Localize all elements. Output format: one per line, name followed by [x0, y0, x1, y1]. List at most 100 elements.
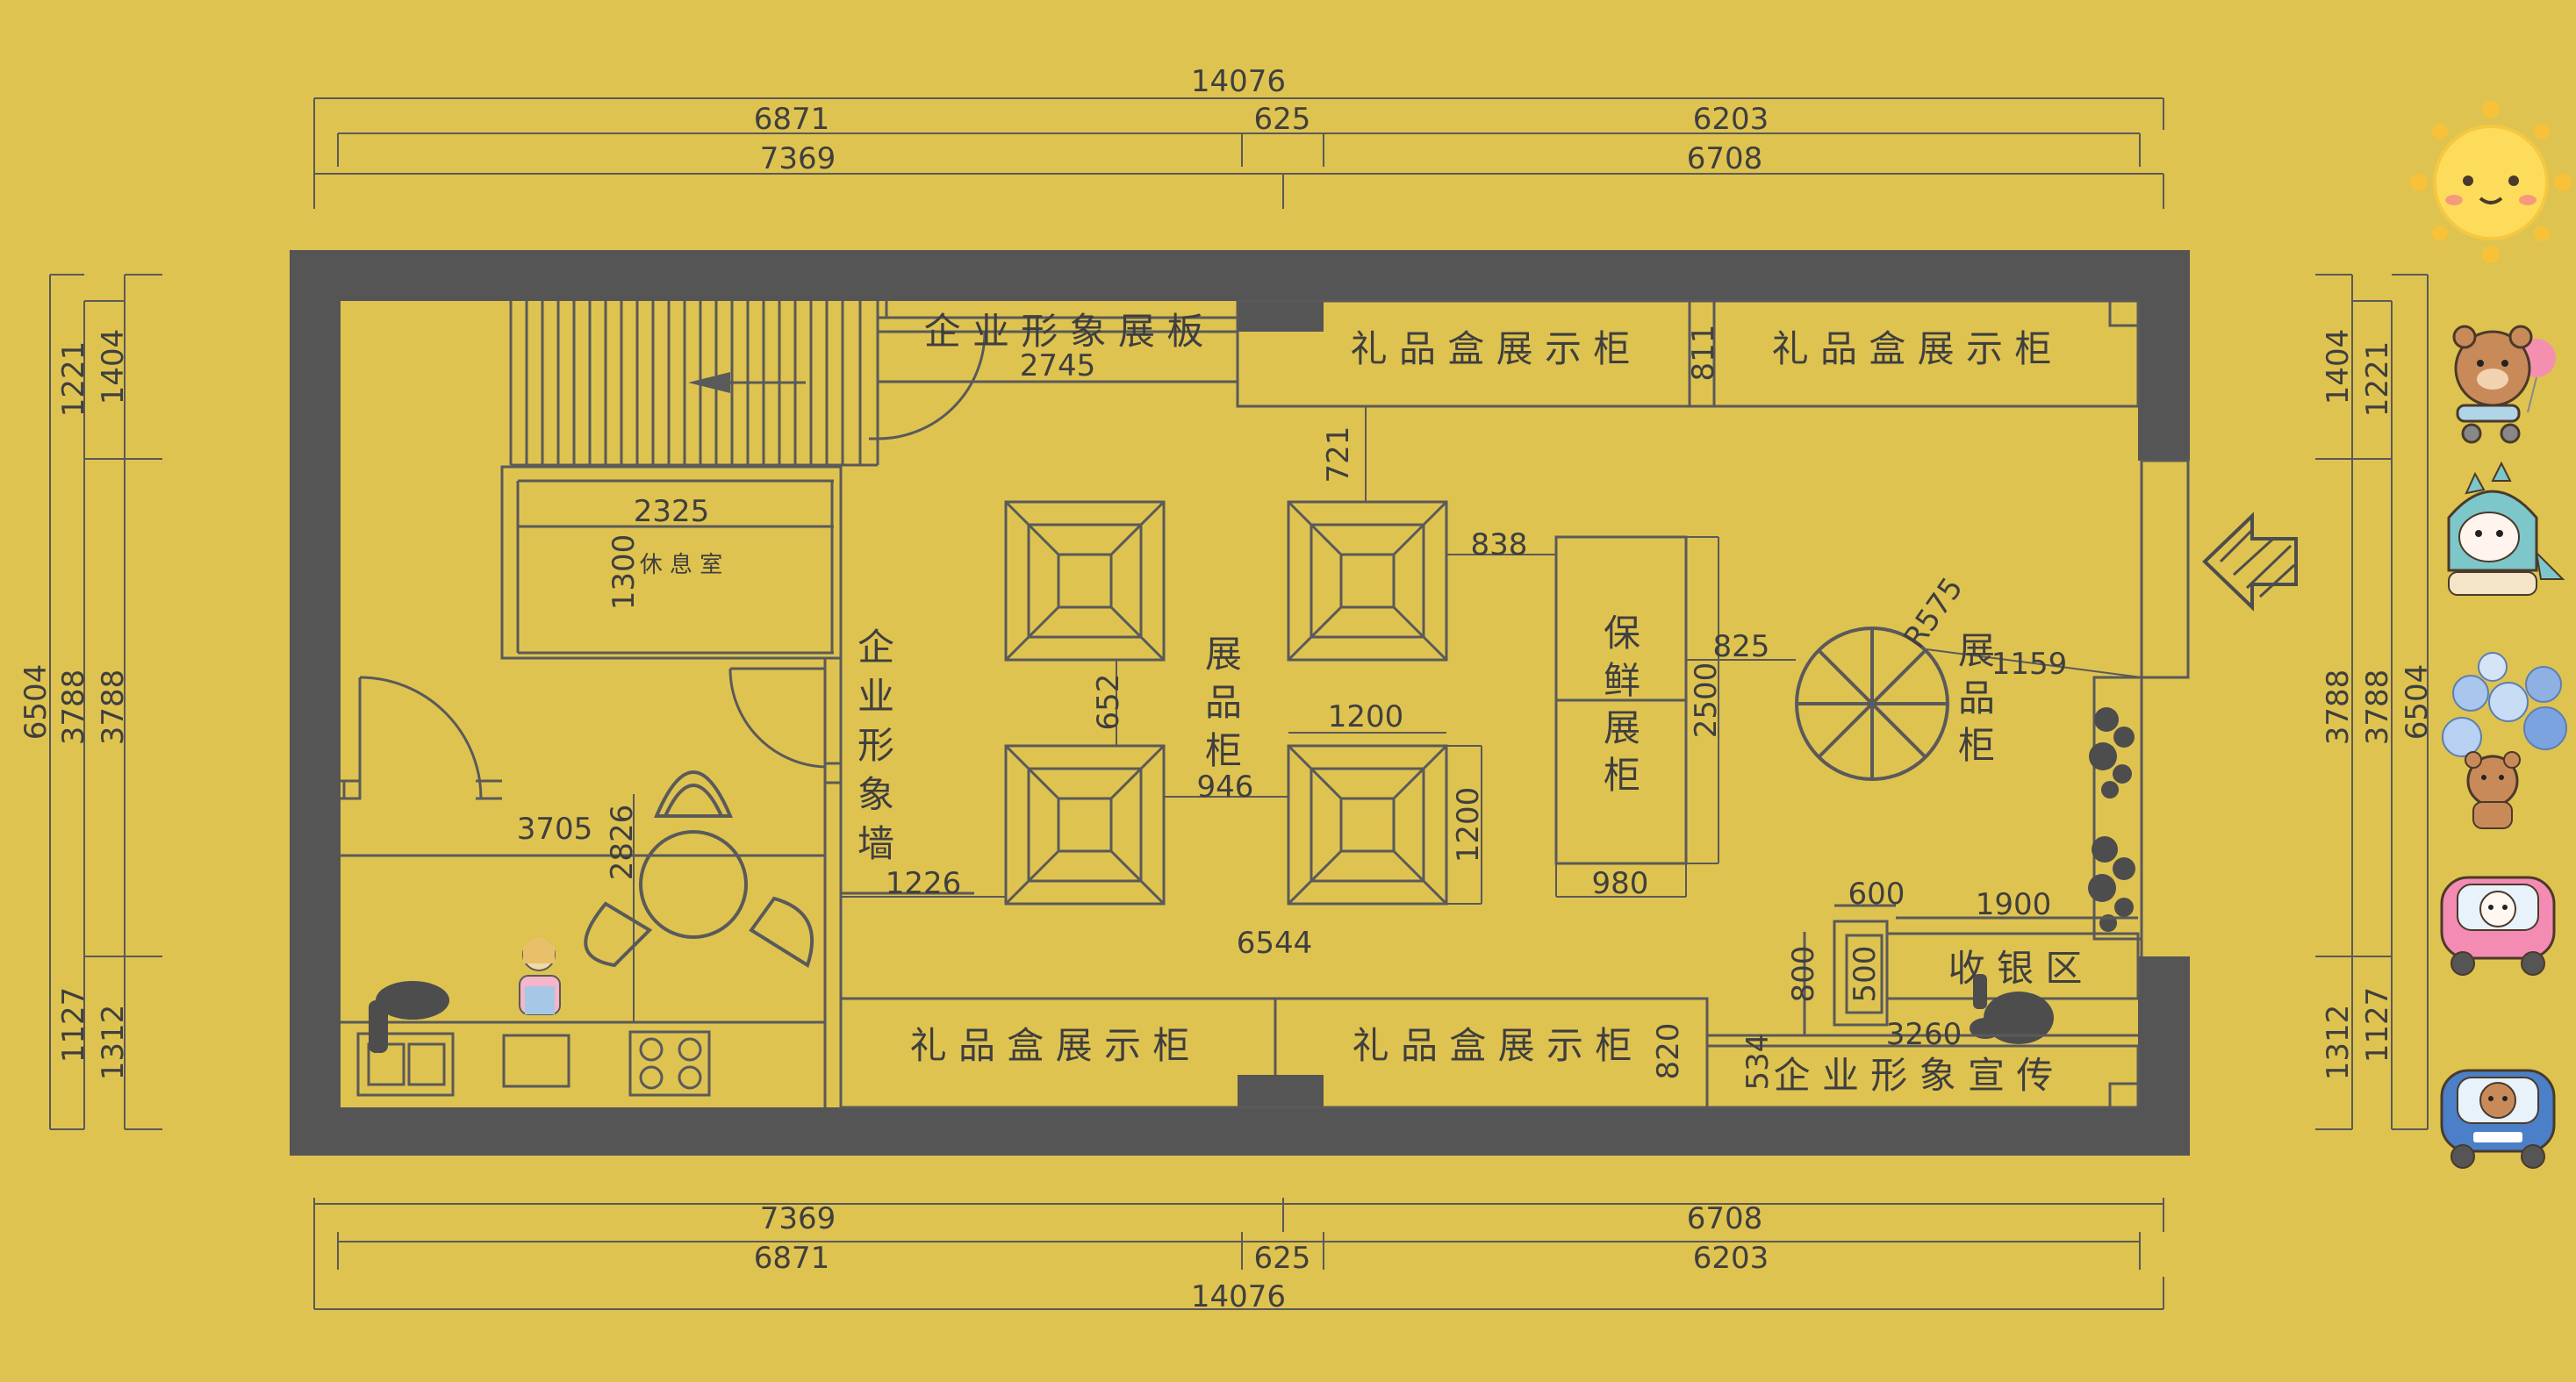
corp-board — [876, 301, 1238, 383]
gift-cabinets-bottom — [839, 997, 2140, 1109]
dim-2500: 2500 — [1689, 662, 1724, 739]
right-dimension-lines — [2315, 274, 2429, 1130]
display-table-1 — [1004, 500, 1166, 662]
dim-right-3788b: 3788 — [2360, 670, 2395, 746]
stairs-arrow-icon — [688, 372, 806, 393]
display-tables — [1004, 500, 1448, 906]
dim-3705: 3705 — [517, 812, 593, 847]
label-corp-wall-5: 墙 — [857, 822, 894, 865]
dim-right-3788a: 3788 — [2321, 670, 2356, 746]
label-gift-bottom-2: 礼 品 盒 展 示 柜 — [1353, 1024, 1632, 1067]
label-display-center-2: 品 — [1205, 681, 1242, 724]
dim-1300: 1300 — [606, 534, 642, 611]
dim-820: 820 — [1651, 1023, 1686, 1080]
dim-2325: 2325 — [634, 494, 710, 529]
dim-534: 534 — [1740, 1034, 1776, 1091]
label-gift-top-1: 礼 品 盒 展 示 柜 — [1351, 327, 1631, 370]
label-display-center-3: 柜 — [1205, 729, 1242, 772]
display-table-2 — [1287, 500, 1448, 662]
dim-bottom-total: 14076 — [1191, 1279, 1286, 1314]
dim-600: 600 — [1848, 877, 1905, 912]
label-fresh-3: 展 — [1604, 706, 1640, 749]
barista-person-icon — [519, 937, 561, 1015]
dim-left-1221: 1221 — [56, 341, 91, 418]
dim-top-a: 6871 — [754, 102, 830, 137]
cashier-counter — [1803, 904, 2140, 1035]
dim-1900: 1900 — [1976, 887, 2052, 922]
label-corp-wall-4: 象 — [857, 773, 894, 816]
bear-scooter-sticker-icon — [2452, 325, 2556, 444]
label-corp-board: 企 业 形 象 展 板 — [924, 310, 1204, 353]
dim-top-total: 14076 — [1191, 64, 1286, 99]
plant-strip — [2088, 676, 2143, 941]
dim-left-1404: 1404 — [96, 329, 131, 405]
table-dimension-lines — [841, 554, 1555, 905]
label-cashier: 收 银 区 — [1948, 947, 2083, 990]
dim-right-1127: 1127 — [2360, 987, 2395, 1063]
dim-top-d: 6708 — [1687, 141, 1763, 176]
label-lounge: 休 息 室 — [640, 552, 723, 578]
dim-bottom-a: 6871 — [754, 1241, 830, 1276]
outer-walls — [290, 250, 2190, 1156]
plant-icon — [2088, 707, 2135, 932]
entrance-arrow-icon — [2202, 512, 2298, 612]
label-gift-top-2: 礼 品 盒 展 示 柜 — [1772, 327, 2052, 370]
label-fresh-2: 鲜 — [1604, 659, 1640, 702]
gift-cabinets-top — [1236, 299, 2140, 408]
dim-right-1221: 1221 — [2360, 341, 2395, 418]
label-fresh-4: 柜 — [1604, 754, 1640, 797]
label-corp-promo: 企 业 形 象 宣 传 — [1774, 1054, 2054, 1097]
bottom-dimension-lines — [313, 1198, 2164, 1310]
dim-3260: 3260 — [1886, 1017, 1962, 1052]
dim-left-3788a: 3788 — [56, 670, 91, 746]
pink-car-sticker-icon — [2440, 876, 2556, 976]
dim-right-1312: 1312 — [2321, 1005, 2356, 1081]
label-fresh-1: 保 — [1604, 612, 1640, 655]
dim-top-c: 7369 — [760, 141, 836, 176]
blue-car-sticker-icon — [2440, 1069, 2556, 1169]
dim-bottom-d: 6708 — [1687, 1201, 1763, 1236]
dim-500: 500 — [1848, 946, 1883, 1003]
label-display-right-3: 柜 — [1958, 724, 1995, 767]
dino-bear-sticker-icon — [2447, 461, 2565, 596]
dim-left-1127: 1127 — [56, 987, 91, 1063]
lounge-room — [500, 465, 843, 660]
dim-1226: 1226 — [886, 866, 962, 901]
label-display-right-1: 展 — [1958, 629, 1995, 672]
dim-2826: 2826 — [605, 805, 640, 881]
label-corp-wall-3: 形 — [857, 724, 894, 767]
display-table-4 — [1287, 744, 1448, 906]
dim-top-gap: 625 — [1254, 102, 1311, 137]
dim-left-3788b: 3788 — [96, 670, 131, 746]
dim-1200b: 1200 — [1451, 787, 1486, 863]
dim-6544: 6544 — [1237, 926, 1313, 961]
chef-person-icon — [369, 981, 449, 1053]
dim-838: 838 — [1471, 527, 1528, 562]
kitchen-counter — [356, 1030, 711, 1097]
dim-left-1312: 1312 — [96, 1005, 131, 1081]
dim-800: 800 — [1786, 946, 1821, 1003]
balloons-bear-sticker-icon — [2442, 652, 2567, 829]
dim-right-6504: 6504 — [2400, 664, 2435, 741]
left-dimension-lines — [49, 274, 162, 1130]
entrance-door-frame — [2140, 459, 2190, 956]
label-corp-wall-2: 业 — [857, 675, 894, 718]
dim-652: 652 — [1091, 674, 1126, 731]
fresh-cabinet-dims — [1555, 536, 1796, 898]
dim-1159: 1159 — [1991, 647, 2068, 682]
cashier-person-icon — [1970, 974, 2054, 1044]
dim-bottom-gap: 625 — [1254, 1241, 1311, 1276]
dim-980: 980 — [1592, 866, 1649, 901]
label-display-right-2: 品 — [1958, 677, 1995, 720]
label-gift-bottom-1: 礼 品 盒 展 示 柜 — [910, 1024, 1190, 1067]
dim-bottom-b: 6203 — [1693, 1241, 1769, 1276]
round-display-cabinet — [1795, 627, 1949, 781]
lounge-door — [342, 676, 483, 800]
dim-1159-line — [1926, 648, 2142, 678]
display-table-3 — [1004, 744, 1166, 906]
dim-825: 825 — [1713, 629, 1770, 664]
corp-wall-door — [728, 667, 843, 784]
label-corp-wall-1: 企 — [857, 626, 894, 669]
dim-811: 811 — [1686, 325, 1721, 382]
